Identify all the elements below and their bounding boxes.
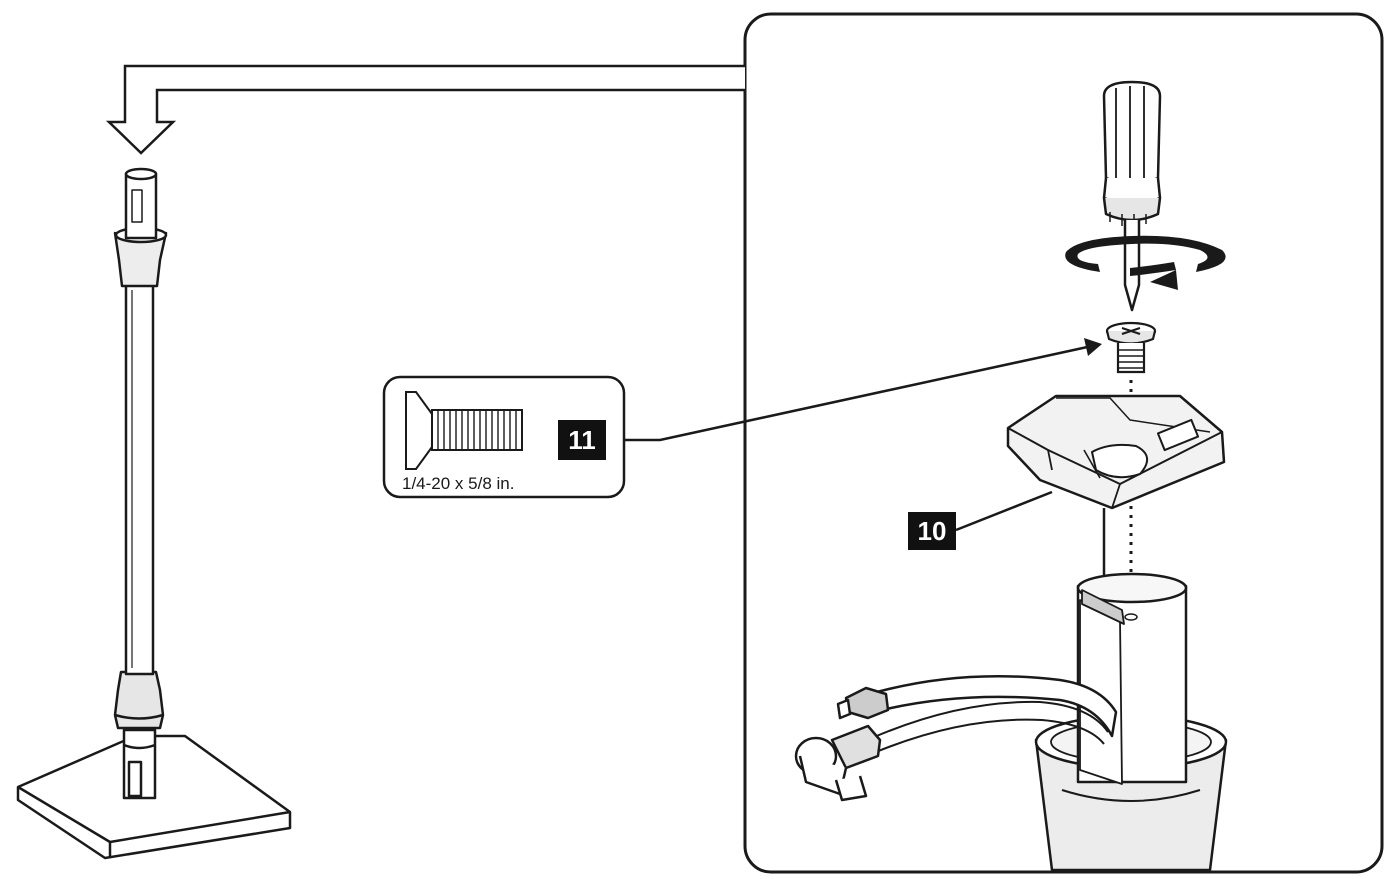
lower-collar	[113, 670, 165, 730]
leader-arrowhead	[1084, 338, 1102, 356]
part-number-10: 10	[918, 516, 947, 546]
speaker-stand-overview	[16, 167, 292, 860]
tube-top-opening	[124, 167, 158, 181]
detail-screw	[1105, 321, 1157, 374]
rotate-arrow-icon	[1065, 235, 1226, 290]
detail-panel-frame	[743, 12, 1384, 874]
screw-spec-label: 1/4-20 x 5/8 in.	[402, 474, 514, 493]
screwdriver-icon	[1102, 80, 1162, 312]
screw-icon	[405, 391, 523, 470]
speaker-cables	[794, 674, 1118, 802]
main-tube	[124, 282, 155, 676]
detail-tube	[1034, 572, 1228, 872]
bracket-leader-line	[955, 490, 1053, 532]
screw-callout: 1/4-20 x 5/8 in. 11	[382, 375, 626, 499]
part-number-badge-10	[908, 512, 956, 550]
screw-leader-line	[624, 344, 1093, 442]
mounting-plate	[1006, 394, 1226, 510]
large-connector	[794, 724, 882, 802]
part-number-badge-11	[558, 420, 606, 460]
down-arrow-icon	[105, 64, 745, 155]
tube-top-rim	[1076, 572, 1188, 604]
small-connector	[836, 686, 890, 720]
part-number-11: 11	[568, 425, 596, 455]
